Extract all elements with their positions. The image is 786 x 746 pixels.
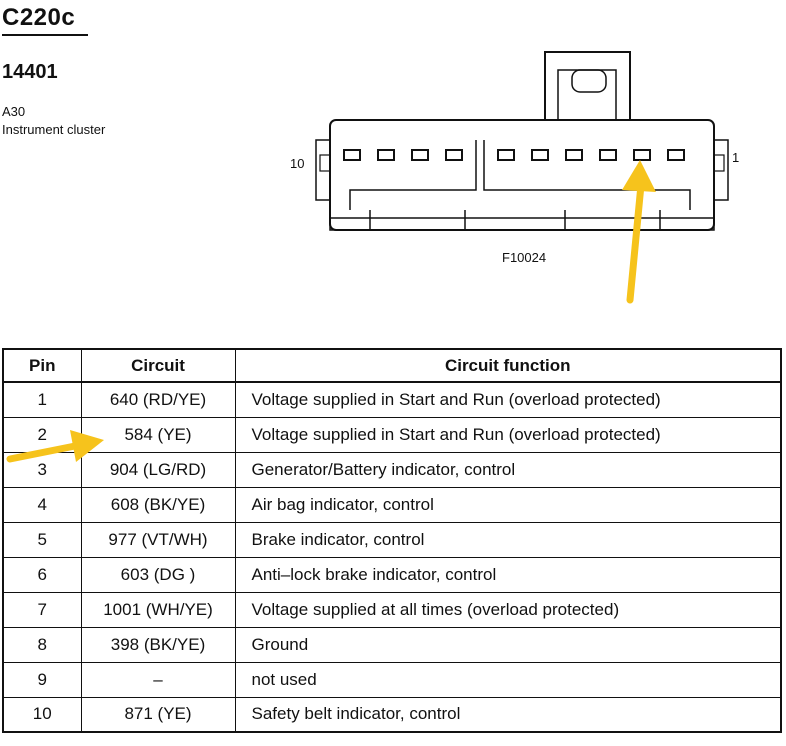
left-ear: [315, 139, 330, 201]
function-cell: not used: [234, 661, 782, 698]
pin-cavity-2: [633, 149, 651, 161]
connector-body: [329, 119, 715, 231]
circuit-cell: 608 (BK/YE): [80, 486, 236, 523]
header-pin: Pin: [2, 348, 82, 383]
pin-cell: 6: [2, 556, 82, 593]
pin-cavity-1: [667, 149, 685, 161]
pin-cavity-6: [497, 149, 515, 161]
connector-base-rail: [329, 217, 715, 231]
pin-cell: 4: [2, 486, 82, 523]
locking-tab-inner: [557, 69, 617, 120]
function-cell: Safety belt indicator, control: [234, 696, 782, 733]
table-row: 8 398 (BK/YE) Ground: [2, 626, 782, 663]
function-cell: Generator/Battery indicator, control: [234, 451, 782, 488]
divider-right: [483, 140, 691, 210]
pin-cavity-8: [411, 149, 429, 161]
header-circuit: Circuit: [80, 348, 236, 383]
circuit-cell: 871 (YE): [80, 696, 236, 733]
pin-cell: 7: [2, 591, 82, 628]
figure-code: F10024: [502, 250, 546, 265]
pin-label-left: 10: [290, 156, 304, 171]
pin-cell: 9: [2, 661, 82, 698]
circuit-cell: –: [80, 661, 236, 698]
circuit-cell: 398 (BK/YE): [80, 626, 236, 663]
function-cell: Voltage supplied in Start and Run (overl…: [234, 416, 782, 453]
pin-label-right: 1: [732, 150, 739, 165]
right-ear: [714, 139, 729, 201]
function-cell: Brake indicator, control: [234, 521, 782, 558]
pin-cavity-9: [377, 149, 395, 161]
connector-id: C220c: [2, 4, 88, 36]
function-cell: Anti–lock brake indicator, control: [234, 556, 782, 593]
connector-diagram: 10 1 F10024: [290, 51, 739, 265]
table-row: 10 871 (YE) Safety belt indicator, contr…: [2, 696, 782, 733]
table-row: 4 608 (BK/YE) Air bag indicator, control: [2, 486, 782, 523]
function-cell: Voltage supplied in Start and Run (overl…: [234, 381, 782, 418]
function-cell: Ground: [234, 626, 782, 663]
component-name: Instrument cluster: [2, 122, 106, 137]
pin-cavity-4: [565, 149, 583, 161]
table-row: 7 1001 (WH/YE) Voltage supplied at all t…: [2, 591, 782, 628]
pin-cell: 1: [2, 381, 82, 418]
pin-cavity-5: [531, 149, 549, 161]
latch-slot: [571, 69, 607, 93]
pin-cell: 3: [2, 451, 82, 488]
left-ear-window: [319, 154, 331, 172]
part-number: 14401: [2, 61, 58, 83]
table-row: 3 904 (LG/RD) Generator/Battery indicato…: [2, 451, 782, 488]
locking-tab: [544, 51, 631, 120]
table-row: 6 603 (DG ) Anti–lock brake indicator, c…: [2, 556, 782, 593]
header-function: Circuit function: [234, 348, 782, 383]
circuit-cell: 640 (RD/YE): [80, 381, 236, 418]
table-header-row: Pin Circuit Circuit function: [2, 348, 782, 383]
divider-left: [349, 140, 477, 210]
pin-cell: 5: [2, 521, 82, 558]
function-cell: Air bag indicator, control: [234, 486, 782, 523]
pin-table: Pin Circuit Circuit function 1 640 (RD/Y…: [2, 348, 782, 733]
circuit-cell: 977 (VT/WH): [80, 521, 236, 558]
pin-cell: 8: [2, 626, 82, 663]
right-ear-window: [713, 154, 725, 172]
pin-cavity-10: [343, 149, 361, 161]
table-row: 9 – not used: [2, 661, 782, 698]
circuit-cell: 1001 (WH/YE): [80, 591, 236, 628]
circuit-cell: 584 (YE): [80, 416, 236, 453]
pin-cavity-3: [599, 149, 617, 161]
pin-cavity-7: [445, 149, 463, 161]
table-row: 1 640 (RD/YE) Voltage supplied in Start …: [2, 381, 782, 418]
table-row: 5 977 (VT/WH) Brake indicator, control: [2, 521, 782, 558]
circuit-cell: 603 (DG ): [80, 556, 236, 593]
pin-cell: 10: [2, 696, 82, 733]
function-cell: Voltage supplied at all times (overload …: [234, 591, 782, 628]
pin-cell: 2: [2, 416, 82, 453]
circuit-cell: 904 (LG/RD): [80, 451, 236, 488]
table-row: 2 584 (YE) Voltage supplied in Start and…: [2, 416, 782, 453]
location-code: A30: [2, 104, 26, 119]
